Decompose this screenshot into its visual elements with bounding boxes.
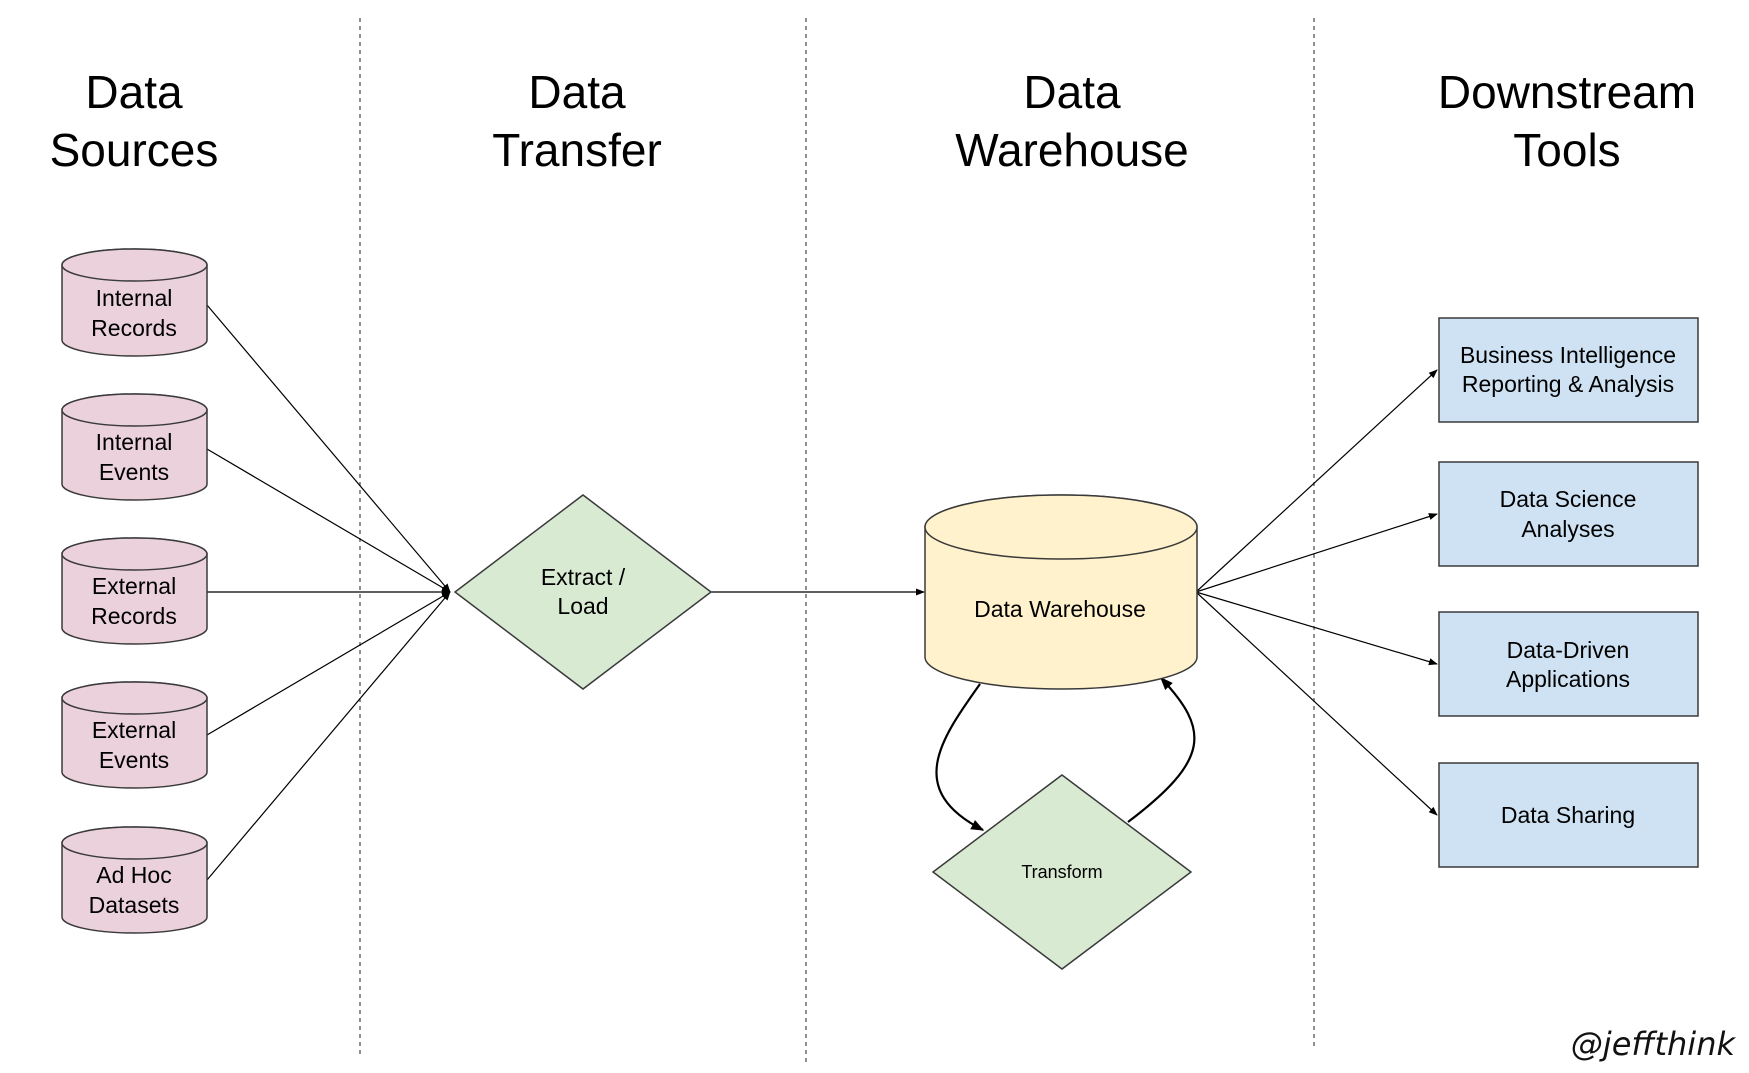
column-title-sources: Data Sources	[50, 66, 219, 176]
edge-warehouse-to-transform	[935, 683, 985, 831]
data-warehouse-label: Data Warehouse	[974, 596, 1146, 622]
source-label: Events	[99, 459, 169, 485]
tool-label: Data-Driven	[1507, 637, 1630, 663]
tool-business-intelligence: Business Intelligence Reporting & Analys…	[1438, 317, 1699, 423]
tool-label: Data Science	[1500, 486, 1637, 512]
source-label: Events	[99, 747, 169, 773]
edge-external-events-to-extract	[206, 591, 451, 736]
column-title-downstream: Downstream Tools	[1438, 66, 1696, 176]
column-title-line: Downstream	[1438, 66, 1696, 118]
transform-step: Transform	[931, 774, 1193, 970]
tool-data-driven-applications: Data-Driven Applications	[1438, 611, 1699, 717]
source-label: External	[92, 573, 176, 599]
source-label: External	[92, 717, 176, 743]
tool-data-science: Data Science Analyses	[1438, 461, 1699, 567]
extract-load-label: Extract /	[541, 564, 626, 590]
column-title-line: Transfer	[492, 124, 662, 176]
source-label: Internal	[96, 429, 173, 455]
transform-label: Transform	[1021, 862, 1102, 882]
edge-warehouse-to-applications	[1195, 591, 1438, 666]
column-title-warehouse: Data Warehouse	[955, 66, 1189, 176]
edge-warehouse-to-data-science	[1195, 513, 1438, 593]
source-label: Ad Hoc	[96, 862, 171, 888]
source-external-events: External Events	[61, 681, 208, 789]
column-title-line: Data	[1023, 66, 1121, 118]
tool-data-sharing: Data Sharing	[1438, 762, 1699, 868]
source-label: Internal	[96, 285, 173, 311]
extract-load-step: Extract / Load	[453, 494, 713, 690]
column-title-line: Data	[85, 66, 183, 118]
column-title-line: Warehouse	[955, 124, 1189, 176]
column-title-line: Sources	[50, 124, 219, 176]
source-ad-hoc-datasets: Ad Hoc Datasets	[61, 826, 208, 934]
source-label: Records	[91, 315, 177, 341]
edge-ad-hoc-to-extract	[206, 591, 451, 881]
tool-label: Business Intelligence	[1460, 342, 1676, 368]
tool-label: Data Sharing	[1501, 802, 1635, 828]
source-label: Records	[91, 603, 177, 629]
tool-label: Applications	[1506, 666, 1630, 692]
edge-transform-to-warehouse	[1127, 677, 1196, 823]
edge-internal-events-to-extract	[206, 448, 451, 593]
edge-internal-records-to-extract	[206, 304, 451, 593]
column-title-transfer: Data Transfer	[492, 66, 662, 176]
data-warehouse-node: Data Warehouse	[924, 494, 1198, 690]
source-internal-records: Internal Records	[61, 248, 208, 357]
edge-warehouse-to-bi	[1195, 369, 1438, 593]
tool-label: Reporting & Analysis	[1462, 371, 1674, 397]
edge-warehouse-to-data-sharing	[1195, 591, 1438, 816]
source-internal-events: Internal Events	[61, 393, 208, 501]
tool-label: Analyses	[1521, 516, 1614, 542]
column-title-line: Data	[528, 66, 626, 118]
author-signature: @jeffthink	[1571, 1025, 1737, 1063]
source-label: Datasets	[89, 892, 180, 918]
column-title-line: Tools	[1513, 124, 1620, 176]
source-external-records: External Records	[61, 537, 208, 645]
extract-load-label: Load	[557, 593, 608, 619]
